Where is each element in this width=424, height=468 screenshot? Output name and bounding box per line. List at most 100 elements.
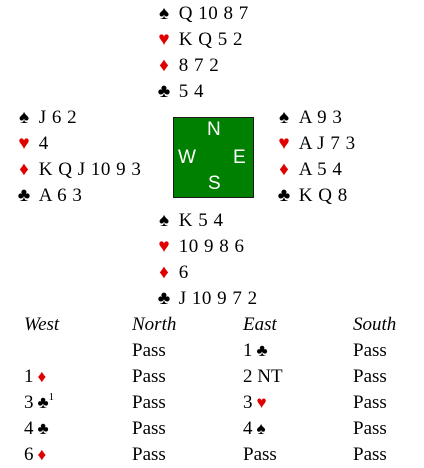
compass-west-label: W xyxy=(178,147,196,168)
bid-north: Pass xyxy=(132,364,166,390)
north-spades: Q 10 8 7 xyxy=(178,3,249,24)
bid-west: 4♣ xyxy=(24,416,49,442)
bid-east: 4♠ xyxy=(243,416,266,442)
south-clubs: J 10 9 7 2 xyxy=(178,288,258,309)
bid-text: Pass xyxy=(353,444,387,465)
spade-icon: ♠ xyxy=(158,3,170,24)
bid-south: Pass xyxy=(353,416,387,442)
heart-icon: ♥ xyxy=(158,29,170,50)
footnote-marker: 1 xyxy=(48,391,55,403)
diamond-icon: ♦ xyxy=(279,159,289,180)
west-clubs: A 6 3 xyxy=(38,185,83,206)
north-hearts-row: ♥ K Q 5 2 xyxy=(154,27,249,53)
heart-icon: ♥ xyxy=(18,133,30,154)
bid-text: Pass xyxy=(132,340,166,361)
east-spades: A 9 3 xyxy=(298,107,343,128)
bid-text: 3 xyxy=(243,392,253,413)
club-icon: ♣ xyxy=(37,393,49,412)
heart-icon: ♥ xyxy=(158,236,170,257)
bid-text: 4 xyxy=(243,418,253,439)
north-spades-row: ♠ Q 10 8 7 xyxy=(154,1,249,27)
bid-east: 1♣ xyxy=(243,338,268,364)
bid-north: Pass xyxy=(132,390,166,416)
bid-text: 3 xyxy=(24,392,34,413)
south-hearts: 10 9 8 6 xyxy=(178,236,245,257)
east-spades-row: ♠ A 9 3 xyxy=(274,105,356,131)
club-icon: ♣ xyxy=(277,185,291,206)
west-diamonds-row: ♦ K Q J 10 9 3 xyxy=(14,157,141,183)
north-hand: ♠ Q 10 8 7 ♥ K Q 5 2 ♦ 8 7 2 ♣ 5 4 xyxy=(154,1,249,105)
bid-text: Pass xyxy=(132,418,166,439)
bid-text: Pass xyxy=(353,392,387,413)
bid-east: Pass xyxy=(243,442,277,468)
bid-south: Pass xyxy=(353,390,387,416)
south-spades: K 5 4 xyxy=(178,210,224,231)
diamond-icon: ♦ xyxy=(159,262,169,283)
bid-north: Pass xyxy=(132,416,166,442)
south-diamonds-row: ♦ 6 xyxy=(154,260,258,286)
bid-east: 3♥ xyxy=(243,390,267,416)
bid-west: 1♦ xyxy=(24,364,46,390)
west-hearts: 4 xyxy=(38,133,49,154)
bid-text: Pass xyxy=(353,418,387,439)
bid-text: Pass xyxy=(132,444,166,465)
compass-north-label: N xyxy=(207,119,221,140)
west-spades: J 6 2 xyxy=(38,107,78,128)
auction-row: 6♦ Pass Pass Pass xyxy=(24,442,424,468)
east-diamonds: A 5 4 xyxy=(298,159,343,180)
bid-text: 6 xyxy=(24,444,34,465)
bid-text: 1 xyxy=(24,366,34,387)
spade-icon: ♠ xyxy=(278,107,290,128)
south-hand: ♠ K 5 4 ♥ 10 9 8 6 ♦ 6 ♣ J 10 9 7 2 xyxy=(154,208,258,312)
bid-south: Pass xyxy=(353,364,387,390)
bid-text: Pass xyxy=(353,366,387,387)
bid-text: 1 xyxy=(243,340,253,361)
bid-text: 4 xyxy=(24,418,34,439)
bid-south: Pass xyxy=(353,442,387,468)
bid-text: Pass xyxy=(132,392,166,413)
north-clubs-row: ♣ 5 4 xyxy=(154,79,249,105)
heart-icon: ♥ xyxy=(256,393,267,412)
compass-south-label: S xyxy=(208,173,221,194)
bid-south: Pass xyxy=(353,338,387,364)
diamond-icon: ♦ xyxy=(37,445,47,464)
east-hearts: A J 7 3 xyxy=(298,133,356,154)
auction-row: Pass 1♣ Pass xyxy=(24,338,424,364)
west-hearts-row: ♥ 4 xyxy=(14,131,141,157)
east-clubs: K Q 8 xyxy=(298,185,348,206)
club-icon: ♣ xyxy=(157,81,171,102)
south-clubs-row: ♣ J 10 9 7 2 xyxy=(154,286,258,312)
club-icon: ♣ xyxy=(17,185,31,206)
auction-header-row: West North East South xyxy=(24,312,424,338)
south-hearts-row: ♥ 10 9 8 6 xyxy=(154,234,258,260)
spade-icon: ♠ xyxy=(256,419,266,438)
bid-text: 2 NT xyxy=(243,366,283,387)
west-clubs-row: ♣ A 6 3 xyxy=(14,183,141,209)
east-diamonds-row: ♦ A 5 4 xyxy=(274,157,356,183)
north-diamonds-row: ♦ 8 7 2 xyxy=(154,53,249,79)
bid-east: 2 NT xyxy=(243,364,283,390)
club-icon: ♣ xyxy=(256,341,268,360)
east-clubs-row: ♣ K Q 8 xyxy=(274,183,356,209)
north-hearts: K Q 5 2 xyxy=(178,29,243,50)
spade-icon: ♠ xyxy=(18,107,30,128)
south-spades-row: ♠ K 5 4 xyxy=(154,208,258,234)
club-icon: ♣ xyxy=(157,288,171,309)
bid-text: Pass xyxy=(132,366,166,387)
south-diamonds: 6 xyxy=(178,262,189,283)
diamond-icon: ♦ xyxy=(159,55,169,76)
spade-icon: ♠ xyxy=(158,210,170,231)
west-hand: ♠ J 6 2 ♥ 4 ♦ K Q J 10 9 3 ♣ A 6 3 xyxy=(14,105,141,209)
heading-west: West xyxy=(24,314,60,335)
heart-icon: ♥ xyxy=(278,133,290,154)
compass-east-label: E xyxy=(233,147,246,168)
club-icon: ♣ xyxy=(37,419,49,438)
north-clubs: 5 4 xyxy=(178,81,204,102)
heading-east: East xyxy=(243,314,277,335)
bid-north: Pass xyxy=(132,338,166,364)
bid-text: Pass xyxy=(243,444,277,465)
